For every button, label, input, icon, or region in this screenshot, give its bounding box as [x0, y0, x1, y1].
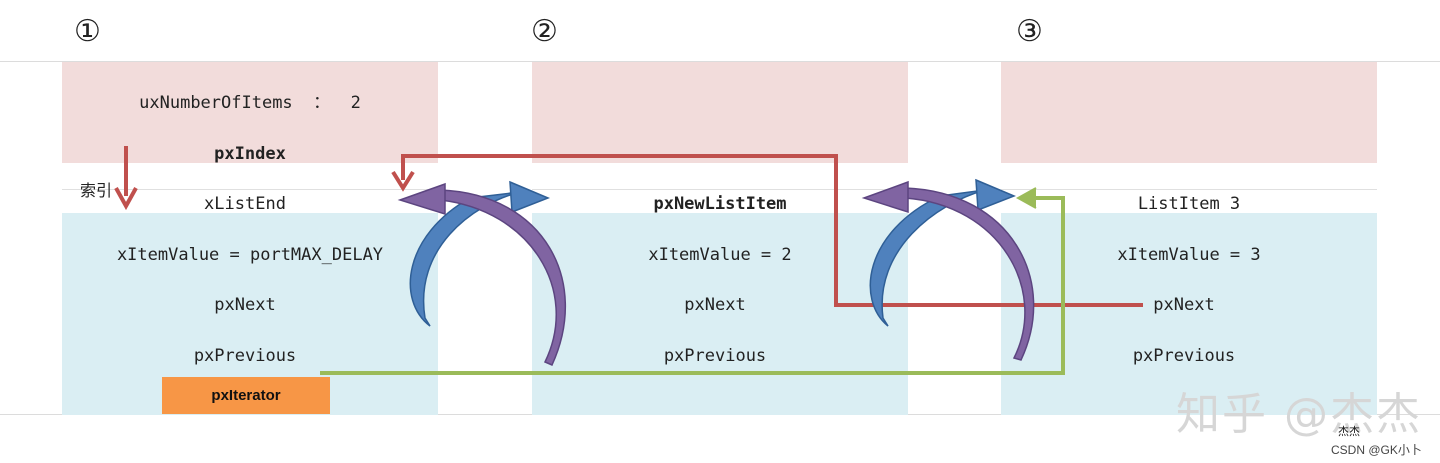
curved-arrow-prev-purple-1 [397, 182, 567, 366]
list-header-box [532, 62, 908, 163]
index-down-arrow [114, 146, 138, 211]
next-pointer-field: pxNext [214, 295, 276, 315]
watermark-small: 杰杰 [1338, 425, 1360, 438]
curved-arrow-next-blue-2 [869, 178, 1016, 327]
item-value-field: xItemValue = 2 [648, 245, 792, 265]
previous-pointer-field: pxPrevious [1132, 346, 1236, 366]
next-pointer-field: pxNext [1153, 295, 1215, 315]
next-link-arrow-red [391, 154, 1143, 307]
item-name: pxNewListItem [653, 194, 787, 214]
iterator-box: pxIterator [162, 377, 330, 414]
previous-pointer-field: pxPrevious [193, 346, 297, 366]
curved-arrow-next-blue-1 [409, 180, 550, 327]
row-separator [62, 189, 438, 190]
item-name: ListItem 3 [1137, 194, 1241, 214]
step-3-number: ③ [1016, 14, 1043, 49]
item-value-field: xItemValue = 3 [1117, 245, 1261, 265]
item-name: xListEnd [204, 194, 286, 214]
iterator-link-arrow-green [320, 187, 1065, 375]
previous-pointer-field: pxPrevious [663, 346, 767, 366]
item-value-field: xItemValue = portMAX_DELAY [116, 245, 384, 265]
list-header-box [1001, 62, 1377, 163]
next-pointer-field: pxNext [684, 295, 746, 315]
index-label: 索引 [80, 181, 113, 200]
watermark: 知乎 @杰杰 [1176, 389, 1422, 440]
curved-arrow-prev-purple-2 [861, 180, 1035, 361]
index-row [532, 163, 908, 213]
step-1-number: ① [74, 14, 101, 49]
row-separator [1001, 189, 1377, 190]
top-divider [0, 61, 1440, 62]
list-item-box [532, 213, 908, 415]
credit-label: CSDN @GK小卜 [1331, 443, 1422, 457]
step-2-number: ② [531, 14, 558, 49]
row-separator [532, 189, 908, 190]
index-field: pxIndex [214, 144, 286, 164]
item-count-field: uxNumberOfItems ： 2 [139, 93, 361, 113]
